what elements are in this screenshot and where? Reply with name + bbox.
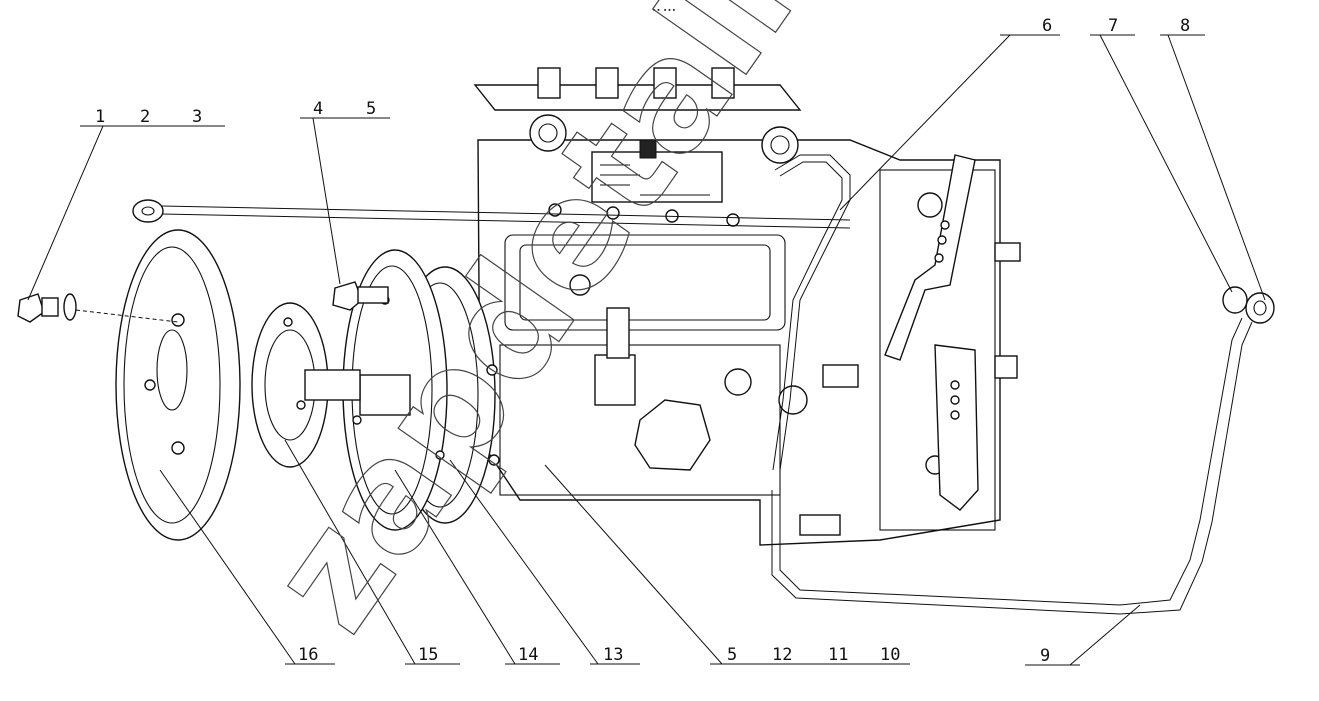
bolt-washer-assembly <box>17 293 179 323</box>
delivery-valve-2 <box>595 67 619 99</box>
feed-pump <box>594 354 636 406</box>
callout-8: 8 <box>1180 16 1190 36</box>
delivery-valve-1 <box>537 67 561 99</box>
callout-16: 16 <box>298 645 318 665</box>
delivery-valve-3 <box>653 67 677 99</box>
flange-bolt <box>332 281 389 311</box>
callout-1: 1 <box>95 107 105 127</box>
delivery-valve-4 <box>711 67 735 99</box>
callout-5-bottom: 5 <box>727 645 737 665</box>
inspection-cover <box>504 234 786 331</box>
callout-14: 14 <box>518 645 538 665</box>
callout-5-top: 5 <box>366 99 376 119</box>
main-housing <box>477 139 1001 546</box>
gear-16 <box>115 229 241 541</box>
callout-2: 2 <box>140 107 150 127</box>
callout-9: 9 <box>1040 646 1050 666</box>
callout-15: 15 <box>418 645 438 665</box>
callout-7: 7 <box>1108 16 1118 36</box>
header-text: ∙∙ ∙∙∙ <box>652 6 676 14</box>
stop-lever <box>934 344 979 511</box>
name-plate <box>591 151 723 203</box>
leader-lines <box>27 34 1266 666</box>
banjo-connector-right <box>1222 286 1275 324</box>
coupling-flange-14 <box>342 249 448 531</box>
bolt-4-head <box>332 281 363 311</box>
governor-housing <box>879 169 996 531</box>
rod-eye <box>132 199 164 223</box>
callout-11: 11 <box>828 645 848 665</box>
governor-lever <box>884 154 976 361</box>
return-pipe <box>771 317 1253 615</box>
banjo-fitting-8 <box>1245 292 1275 324</box>
hex-nut <box>634 399 711 471</box>
callout-3: 3 <box>192 107 202 127</box>
banjo-fitting-left <box>529 114 567 152</box>
callout-6: 6 <box>1042 16 1052 36</box>
callout-13: 13 <box>603 645 623 665</box>
banjo-fitting-right <box>761 126 799 164</box>
control-rod <box>132 199 851 229</box>
callout-labels: 1 2 3 4 5 6 7 8 9 16 15 14 13 5 12 11 10 <box>95 16 1190 666</box>
bolt-head <box>17 293 45 323</box>
callout-12: 12 <box>772 645 792 665</box>
callout-4: 4 <box>313 99 323 119</box>
hub-15 <box>251 302 361 468</box>
callout-10: 10 <box>880 645 900 665</box>
banjo-bolt-7 <box>1222 286 1248 314</box>
drive-gear <box>115 229 241 541</box>
pump-body <box>473 67 1021 546</box>
